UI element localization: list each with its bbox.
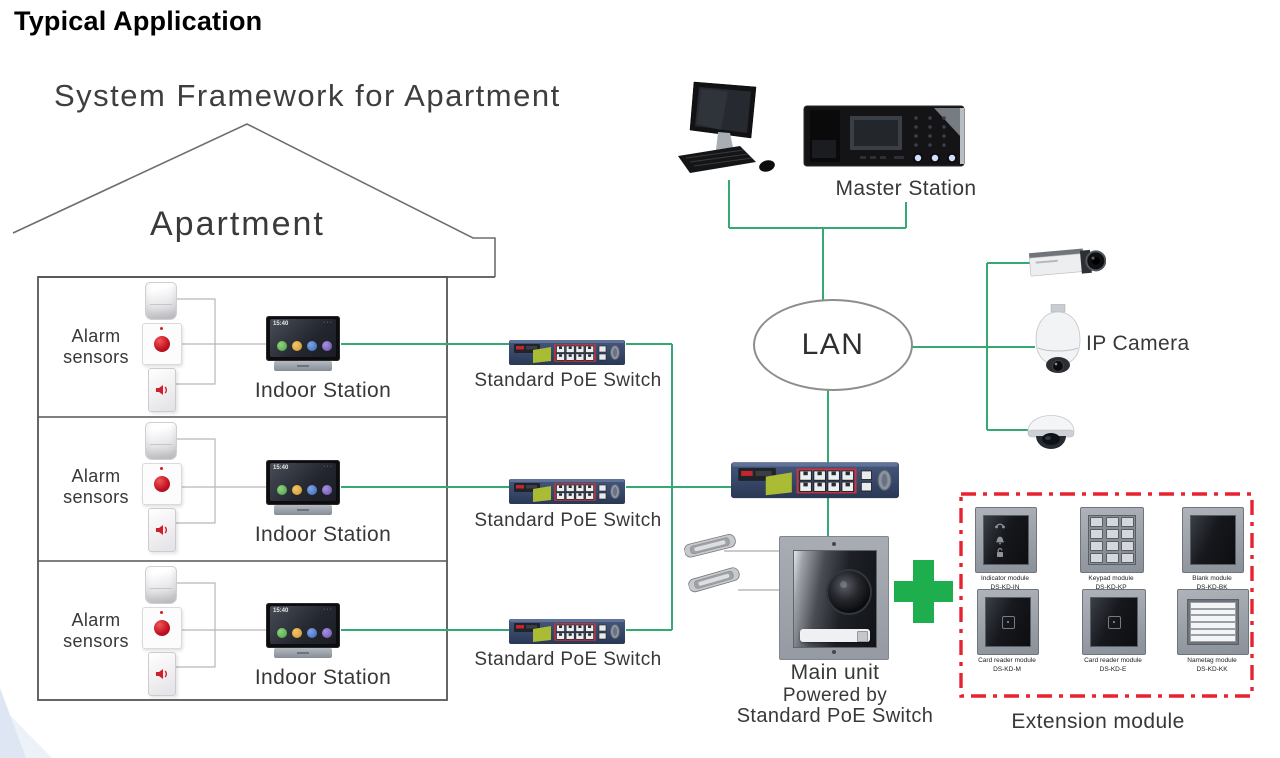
poe-switch-label: Standard PoE Switch xyxy=(474,649,662,670)
main-unit-label: Main unit xyxy=(790,661,880,684)
network-lines xyxy=(341,180,1035,631)
lan-cloud: LAN xyxy=(753,299,913,391)
indicator-icons xyxy=(995,523,1005,557)
lan-label: LAN xyxy=(801,328,865,361)
sounder-icon xyxy=(148,652,176,696)
apartment-label: Apartment xyxy=(150,205,325,243)
door-lock-icon xyxy=(688,567,740,593)
station-buttons xyxy=(913,153,957,163)
alarm-sensors-label: Alarm sensors xyxy=(63,326,129,367)
indoor-station-device: 15:40 ··· xyxy=(266,316,340,372)
indoor-station-label: Indoor Station xyxy=(254,666,392,689)
keypad-module-tile xyxy=(1080,507,1144,573)
card-reader-module-tile xyxy=(977,589,1039,655)
sensor-wires xyxy=(174,298,267,668)
alarm-sensors-label: Alarm sensors xyxy=(63,610,129,651)
call-button-bar xyxy=(800,629,870,642)
card-reader-module-tile xyxy=(1082,589,1146,655)
blank-module-tile xyxy=(1182,507,1244,573)
station-status-dots: ··· xyxy=(323,319,333,326)
keypad-buttons xyxy=(1090,517,1134,563)
main-unit-sub1: Powered by xyxy=(782,685,888,706)
alarm-sensors-label: Alarm sensors xyxy=(63,466,129,507)
main-unit-sub2: Standard PoE Switch xyxy=(736,705,934,727)
indicator-module-tile xyxy=(975,507,1037,573)
pir-sensor-icon xyxy=(145,282,177,320)
speaker-icon xyxy=(156,385,167,395)
lock-wires xyxy=(724,550,781,591)
fisheye-lens-icon xyxy=(828,571,870,613)
extension-dashed-border xyxy=(959,492,1254,698)
ip-camera-label: IP Camera xyxy=(1086,332,1190,355)
main-unit-camera-panel xyxy=(793,550,877,648)
poe-switch-device xyxy=(509,339,625,366)
plus-icon xyxy=(894,581,953,602)
station-clock: 15:40 xyxy=(273,321,289,327)
indoor-station-label: Indoor Station xyxy=(254,379,392,402)
page-title: Typical Application xyxy=(14,6,263,36)
sounder-icon xyxy=(148,368,176,412)
door-lock-icon xyxy=(683,534,736,558)
ptz-camera-icon xyxy=(1035,304,1081,373)
extension-module-label: Extension module xyxy=(1011,710,1185,733)
panic-button-icon xyxy=(142,607,182,649)
house-outline xyxy=(37,276,448,701)
central-poe-switch-device xyxy=(731,461,899,500)
main-unit-device xyxy=(779,536,889,660)
pir-sensor-icon xyxy=(145,422,177,460)
poe-switch-label: Standard PoE Switch xyxy=(474,510,662,531)
desktop-computer-icon xyxy=(678,81,775,173)
panic-button-icon xyxy=(142,323,182,365)
card-reader-icon xyxy=(1002,616,1015,629)
master-station-label: Master Station xyxy=(835,177,977,200)
poe-switch-device xyxy=(509,618,625,645)
diagram-heading: System Framework for Apartment xyxy=(54,78,561,113)
roof-outline xyxy=(12,123,496,277)
panic-button-icon xyxy=(142,463,182,505)
nametag-strips xyxy=(1187,599,1239,645)
sounder-icon xyxy=(148,508,176,552)
master-station-device xyxy=(803,105,965,167)
indoor-station-label: Indoor Station xyxy=(254,523,392,546)
pir-sensor-icon xyxy=(145,566,177,604)
indoor-station-device: 15:40 ··· xyxy=(266,603,340,659)
box-camera-icon xyxy=(1028,248,1106,277)
nametag-module-tile xyxy=(1177,589,1249,655)
poe-switch-device xyxy=(509,478,625,505)
indoor-station-device: 15:40 ··· xyxy=(266,460,340,516)
poe-switch-label: Standard PoE Switch xyxy=(474,370,662,391)
card-reader-icon xyxy=(1108,616,1121,629)
dome-camera-icon xyxy=(1027,415,1075,449)
